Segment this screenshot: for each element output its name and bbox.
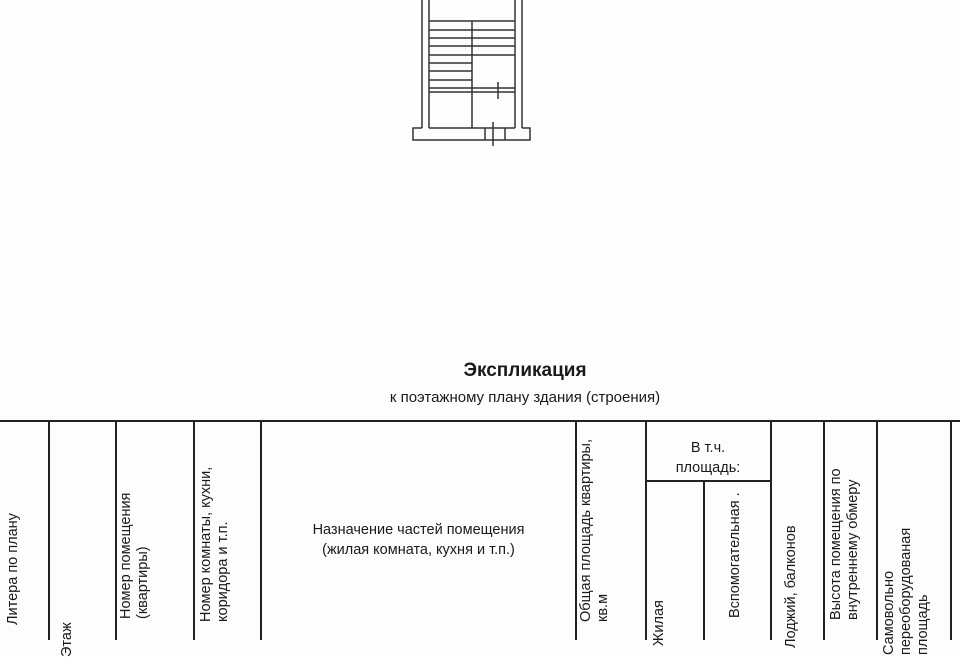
column-divider <box>575 420 577 640</box>
table-top-border <box>0 420 960 422</box>
header-litera: Литера по плану <box>5 513 21 625</box>
column-divider <box>770 420 772 640</box>
floor-plan-drawing <box>412 0 531 146</box>
header-room-number: Номер комнаты, кухни, коридора и т.п. <box>198 466 231 622</box>
column-divider <box>645 420 647 640</box>
header-height: Высота помещения по внутреннему обмеру <box>828 468 861 620</box>
column-divider <box>823 420 825 640</box>
column-divider <box>115 420 117 640</box>
header-including-area: В т.ч. площадь: <box>675 440 741 476</box>
subheader-divider <box>645 480 770 482</box>
header-apt-number: Номер помещения (квартиры) <box>118 492 151 619</box>
column-divider <box>703 481 705 640</box>
header-purpose: Назначение частей помещения (жилая комна… <box>312 522 525 558</box>
column-divider <box>950 420 952 640</box>
document-subtitle: к поэтажному плану здания (строения) <box>389 389 661 406</box>
document-title: Экспликация <box>463 360 587 381</box>
header-living-area: Жилая <box>651 600 667 646</box>
column-divider <box>876 420 878 640</box>
column-divider <box>48 420 50 640</box>
column-divider <box>260 420 262 640</box>
header-auxiliary-area: Вспомогательная . <box>727 492 743 618</box>
column-divider <box>193 420 195 640</box>
header-total-area: Общая площадь квартиры, кв.м <box>578 439 611 622</box>
header-loggia: Лоджий, балконов <box>783 525 799 648</box>
header-unauthorized-area: Самовольно переоборудованая площадь <box>881 527 931 655</box>
